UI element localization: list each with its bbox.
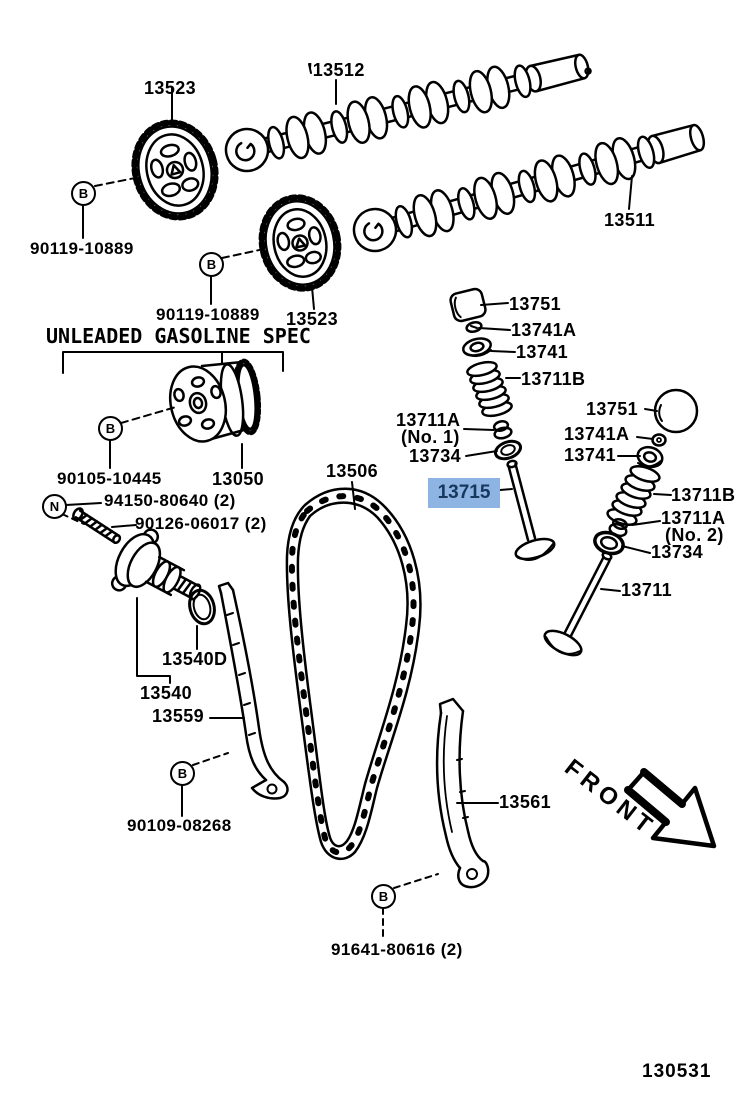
front-arrow [624, 768, 717, 849]
part-label-guide-right[interactable]: 13561 [499, 792, 552, 812]
highlighted-part[interactable]: 13715 [428, 478, 500, 508]
oring-drawing [188, 588, 216, 626]
stud-bolt-drawing [72, 507, 122, 545]
part-label-lock-1[interactable]: 13741A [511, 320, 577, 340]
leader-lines [61, 63, 672, 941]
callout-b-5: B [371, 884, 396, 909]
valve-column-1-drawing [449, 287, 556, 561]
valve-13711-drawing [543, 551, 613, 657]
part-label-seat-2[interactable]: 13734 [651, 542, 704, 562]
part-label-cam-gear-mid[interactable]: 13523 [286, 309, 339, 329]
chain-drawing [285, 487, 422, 861]
part-label-lock-2[interactable]: 13741A [564, 424, 630, 444]
guide-right-drawing [435, 697, 490, 889]
part-label-spring-1[interactable]: 13711B [521, 369, 586, 389]
part-label-stud-bolt[interactable]: 94150-80640 (2) [104, 491, 236, 510]
valve-13715-drawing [506, 459, 556, 561]
callout-b-1: B [71, 181, 96, 206]
part-label-gear-bolt-2[interactable]: 90119-10889 [156, 305, 260, 324]
guide-left-drawing [217, 581, 289, 800]
camshaft-no1-drawing [352, 123, 706, 253]
part-label-valve-2[interactable]: 13711 [621, 580, 673, 600]
part-label-seat-1[interactable]: 13734 [409, 446, 462, 466]
part-label-seal-1[interactable]: 13711A (No. 1) [396, 410, 461, 447]
valve-column-2-drawing [543, 388, 699, 657]
spec-note: UNLEADED GASOLINE SPEC [46, 324, 311, 348]
part-label-camshaft-no2[interactable]: '13512 [308, 60, 365, 80]
part-label-camshaft-no1[interactable]: 13511 [604, 210, 656, 230]
part-label-vvt-gear[interactable]: 13050 [212, 469, 265, 489]
part-label-union-nut[interactable]: 90126-06017 (2) [135, 514, 267, 533]
cam-gear-1-drawing [131, 119, 219, 221]
part-marker: ' [308, 60, 313, 80]
cam-gear-2-drawing [258, 194, 342, 292]
part-label-guide-left[interactable]: 13559 [152, 706, 205, 726]
part-label-guide-right-pin[interactable]: 91641-80616 (2) [331, 940, 463, 959]
part-label-lifter-1[interactable]: 13751 [509, 294, 562, 314]
vvt-gear-drawing [168, 358, 262, 443]
part-label-spring-2[interactable]: 13711B [671, 485, 736, 505]
part-label-gear-bolt-1[interactable]: 90119-10889 [30, 239, 134, 258]
part-label-cam-gear-top[interactable]: 13523 [144, 78, 197, 98]
callout-n: N [42, 494, 67, 519]
part-label-guide-left-bolt[interactable]: 90109-08268 [127, 816, 232, 835]
part-label-retainer-1[interactable]: 13741 [516, 342, 569, 362]
tensioner-drawing [110, 528, 202, 601]
part-label-vvt-bolt[interactable]: 90105-10445 [57, 469, 162, 488]
callout-b-2: B [199, 252, 224, 277]
part-label-lifter-2[interactable]: 13751 [586, 399, 639, 419]
part-label-seal-2[interactable]: 13711A (No. 2) [661, 508, 726, 545]
figure-number: 130531 [642, 1061, 712, 1082]
part-label-tensioner[interactable]: 13540 [140, 683, 193, 703]
part-label-tensioner-oring[interactable]: 13540D [162, 649, 228, 669]
part-label-chain[interactable]: 13506 [326, 461, 379, 481]
callout-b-4: B [170, 761, 195, 786]
callout-b-3: B [98, 416, 123, 441]
camshaft-no2-drawing [224, 53, 592, 173]
part-label-retainer-2[interactable]: 13741 [564, 445, 617, 465]
